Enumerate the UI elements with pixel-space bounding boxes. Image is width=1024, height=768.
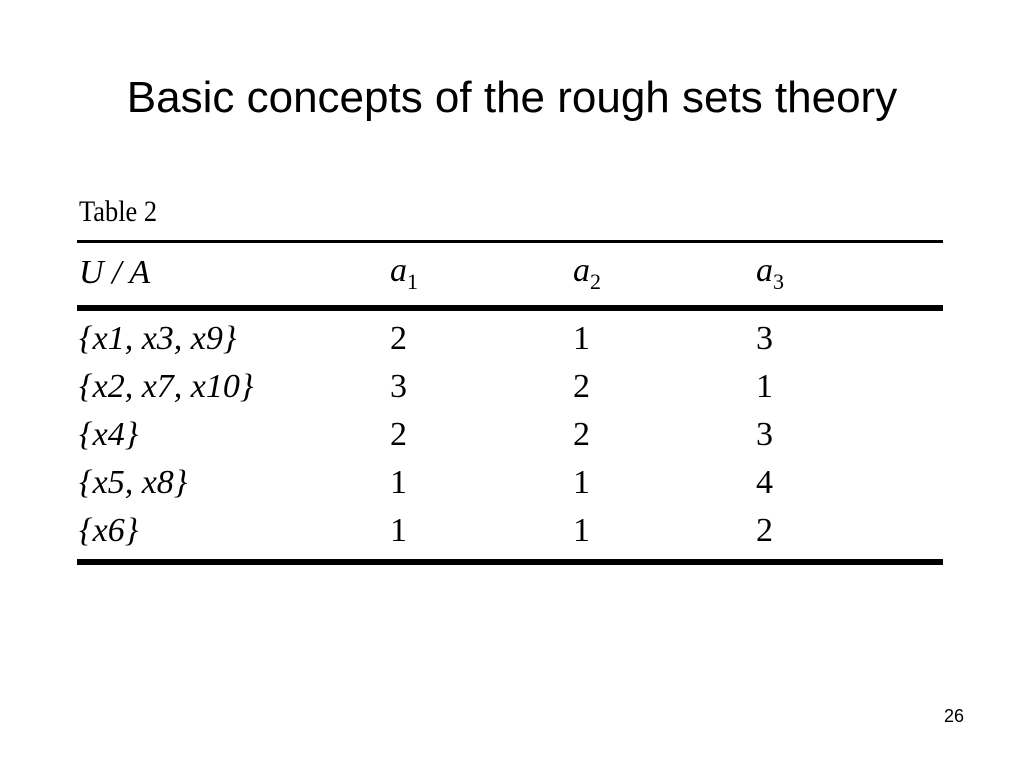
header-a2: a2 [573, 251, 601, 294]
row-a1-value: 3 [390, 368, 407, 405]
table-caption: Table 2 [79, 195, 158, 228]
row-a1-value: 1 [390, 512, 407, 549]
row-a3-value: 3 [756, 416, 773, 453]
row-a3-value: 4 [756, 464, 773, 501]
page-number: 26 [943, 706, 964, 726]
header-a1: a1 [390, 251, 418, 294]
row-equivalence-class: {x5, x8} [79, 464, 188, 501]
table-row: {x5, x8} 1 1 4 [77, 459, 943, 507]
table-header-rule [77, 305, 943, 311]
row-a3-value: 2 [756, 512, 773, 549]
table-row: {x6} 1 1 2 [77, 507, 943, 555]
table-row: {x2, x7, x10} 3 2 1 [77, 363, 943, 411]
table-header-row: U / A a1 a2 a3 [77, 243, 943, 303]
row-a2-value: 1 [573, 320, 590, 357]
table-top-rule [77, 240, 943, 243]
row-a1-value: 2 [390, 320, 407, 357]
row-equivalence-class: {x6} [79, 512, 139, 549]
header-u-over-a: U / A [79, 254, 151, 291]
row-a2-value: 1 [573, 464, 590, 501]
table-bottom-rule [77, 559, 943, 565]
table-2: Table 2 U / A a1 a2 a3 {x1, x3, x9} 2 1 … [77, 190, 943, 565]
row-equivalence-class: {x4} [79, 416, 139, 453]
row-a1-value: 1 [390, 464, 407, 501]
row-equivalence-class: {x2, x7, x10} [79, 368, 254, 405]
slide-title: Basic concepts of the rough sets theory [126, 73, 898, 122]
table-body: {x1, x3, x9} 2 1 3 {x2, x7, x10} 3 2 1 {… [77, 311, 943, 555]
table-row: {x4} 2 2 3 [77, 411, 943, 459]
header-a3: a3 [756, 251, 784, 294]
row-a3-value: 1 [756, 368, 773, 405]
table-row: {x1, x3, x9} 2 1 3 [77, 315, 943, 363]
row-a2-value: 2 [573, 368, 590, 405]
row-a3-value: 3 [756, 320, 773, 357]
row-equivalence-class: {x1, x3, x9} [79, 320, 237, 357]
row-a2-value: 1 [573, 512, 590, 549]
row-a1-value: 2 [390, 416, 407, 453]
row-a2-value: 2 [573, 416, 590, 453]
